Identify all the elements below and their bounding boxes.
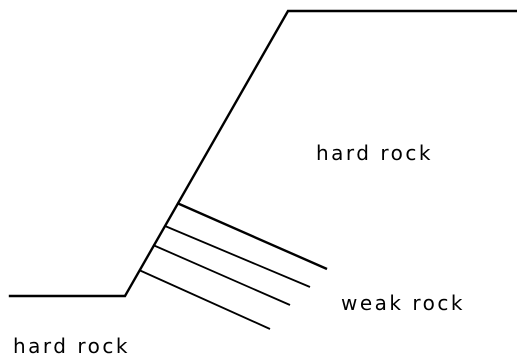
weak-rock-label: weak rock [341,291,465,315]
weak-layer-bedding-line [153,245,290,305]
weak-layer-top-boundary [177,203,327,269]
hard-rock-lower-label: hard rock [13,334,130,358]
weak-layer-bottom-boundary [139,270,270,329]
weak-layer-bedding-line [165,226,310,287]
slope-profile-line [10,11,517,296]
hard-rock-upper-label: hard rock [316,141,433,165]
